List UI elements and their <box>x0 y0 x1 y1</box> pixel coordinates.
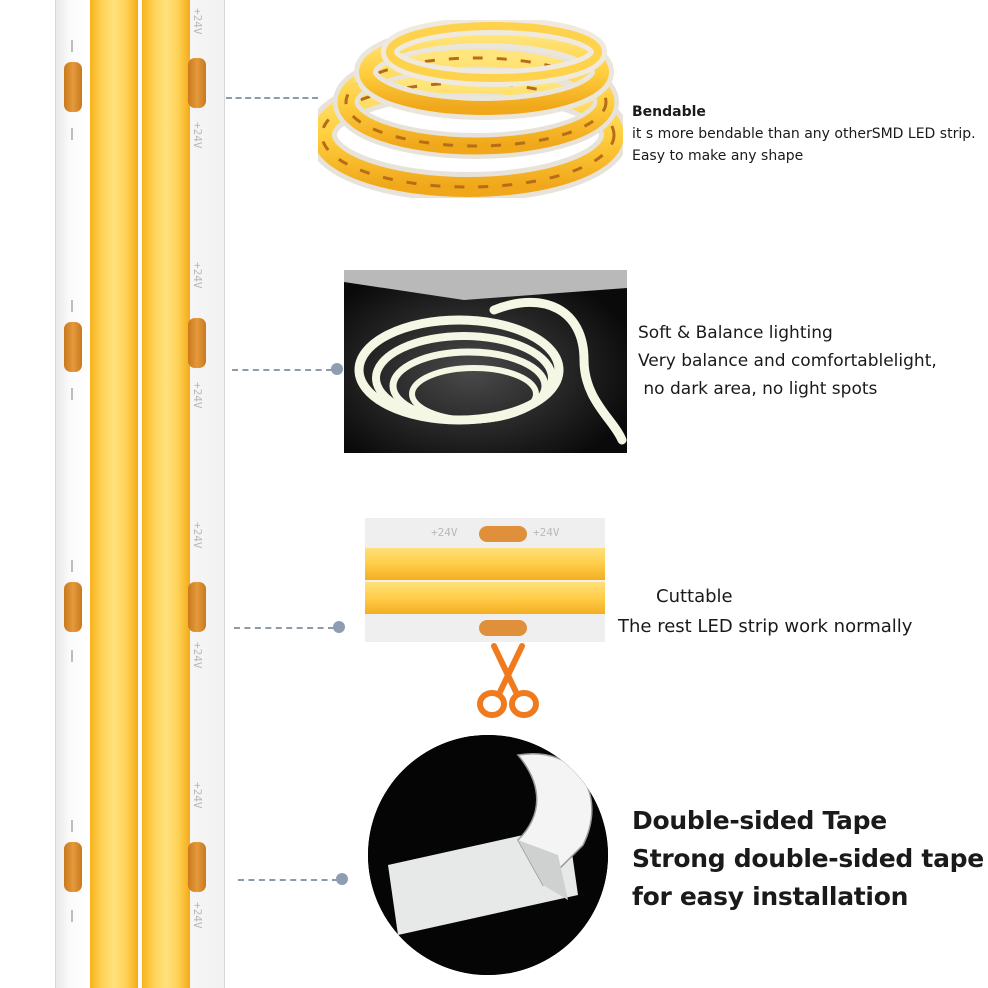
solder-pad <box>479 620 527 636</box>
voltage-label: +24V <box>191 262 204 289</box>
cut-mark <box>71 300 73 312</box>
connector-line-tape <box>238 879 338 881</box>
led-band-left <box>90 0 138 988</box>
cut-mark <box>71 128 73 140</box>
feature-title: Bendable <box>632 104 706 120</box>
feature-line: Strong double-sided tape <box>632 844 984 873</box>
led-strip-closeup: +24V +24V +24V +24V +24V +24V +24V +24V <box>55 0 225 988</box>
voltage-label: +24V <box>191 8 204 35</box>
feature-title: Double-sided Tape <box>632 806 887 835</box>
led-band-top <box>365 548 605 580</box>
cut-mark <box>71 820 73 832</box>
solder-pad <box>188 58 206 108</box>
feature-line: for easy installation <box>632 882 909 911</box>
voltage-label: +24V <box>191 382 204 409</box>
voltage-label: +24V <box>533 526 560 539</box>
solder-pad <box>188 582 206 632</box>
solder-pad <box>188 318 206 368</box>
cut-strip-photo: +24V +24V <box>365 518 605 642</box>
led-band-bottom <box>365 582 605 614</box>
solder-pad <box>64 322 82 372</box>
connector-line-lighting <box>232 369 332 371</box>
connector-dot <box>331 363 343 375</box>
feature-line: no dark area, no light spots <box>638 379 878 399</box>
feature-tape-text: Double-sided Tape Strong double-sided ta… <box>632 802 984 916</box>
feature-title: Soft & Balance lighting <box>638 323 833 343</box>
solder-pad <box>64 62 82 112</box>
connector-dot <box>333 621 345 633</box>
feature-line: it s more bendable than any otherSMD LED… <box>632 126 976 142</box>
feature-line: The rest LED strip work normally <box>618 616 913 637</box>
voltage-label: +24V <box>191 902 204 929</box>
feature-cuttable-text: Cuttable The rest LED strip work normall… <box>618 582 912 642</box>
solder-pad <box>64 842 82 892</box>
cut-mark <box>71 388 73 400</box>
cut-mark <box>71 910 73 922</box>
voltage-label: +24V <box>191 122 204 149</box>
feature-bendable-text: Bendable it s more bendable than any oth… <box>632 101 976 167</box>
feature-lighting-text: Soft & Balance lighting Very balance and… <box>638 319 937 403</box>
voltage-label: +24V <box>191 522 204 549</box>
connector-line-cuttable <box>234 627 334 629</box>
coiled-strip-photo <box>318 20 623 198</box>
tape-photo <box>368 735 608 975</box>
feature-line: Easy to make any shape <box>632 148 804 164</box>
voltage-label: +24V <box>431 526 458 539</box>
feature-line: Very balance and comfortablelight, <box>638 351 937 371</box>
voltage-label: +24V <box>191 782 204 809</box>
solder-pad <box>64 582 82 632</box>
solder-pad <box>479 526 527 542</box>
led-band-right <box>142 0 190 988</box>
scissors-icon <box>477 643 539 718</box>
cut-mark <box>71 560 73 572</box>
lighting-photo <box>344 270 627 453</box>
cut-mark <box>71 650 73 662</box>
cut-mark <box>71 40 73 52</box>
feature-title: Cuttable <box>656 586 733 607</box>
connector-line-bendable <box>226 97 318 99</box>
voltage-label: +24V <box>191 642 204 669</box>
connector-dot <box>336 873 348 885</box>
solder-pad <box>188 842 206 892</box>
